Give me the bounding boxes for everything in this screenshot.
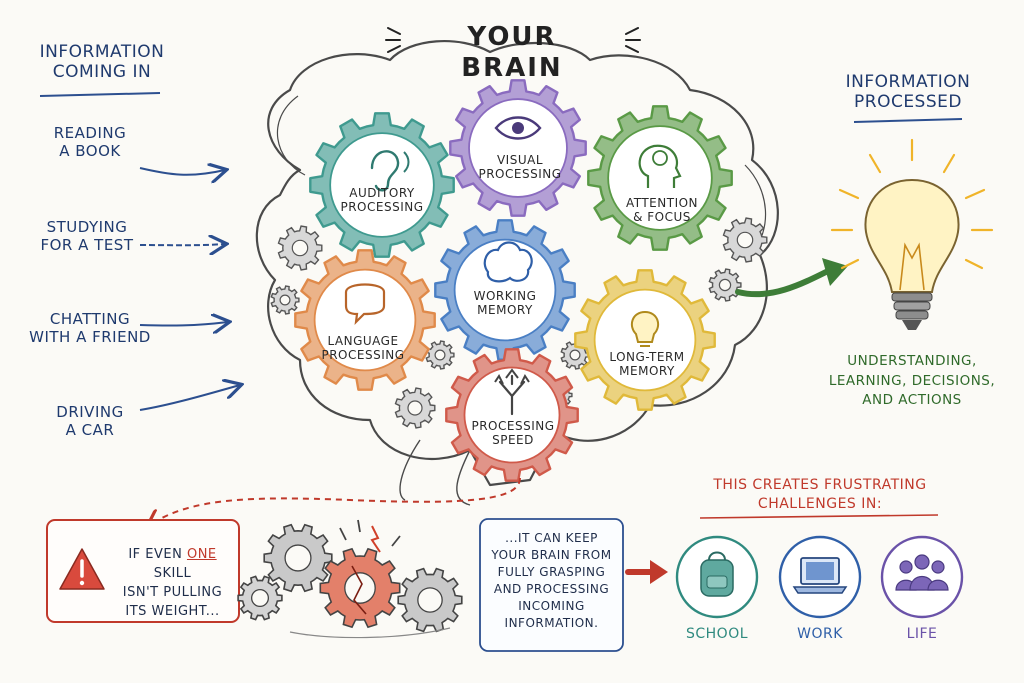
arrow-studying: [139, 244, 225, 245]
incoming-arrows: [139, 168, 240, 411]
life-circle: [880, 535, 964, 619]
ear-icon: [370, 150, 410, 192]
background-gears: [270, 217, 768, 429]
gear-visual: [449, 79, 587, 217]
challenges-header: THIS CREATES FRUSTRATING CHALLENGES IN:: [713, 477, 927, 512]
warning-icon: [59, 548, 105, 590]
gear-language: [294, 249, 436, 391]
brain-icon: [483, 241, 533, 283]
skill-gears: [294, 79, 733, 482]
arrow-chatting: [139, 322, 228, 326]
processed-underline: [853, 118, 963, 123]
gear-attention: [587, 105, 733, 251]
bg-gear-hub: [569, 349, 581, 361]
bg-gear-hub: [279, 294, 291, 306]
bg-gear-hub: [736, 231, 754, 249]
spark-lines: [339, 519, 401, 547]
incoming-item-driving: DRIVING A CAR: [56, 403, 124, 439]
page-title: YOUR BRAIN: [461, 22, 563, 84]
incoming-underline: [39, 92, 161, 97]
title-flourish: [385, 27, 641, 53]
work-circle: [778, 535, 862, 619]
arrow-driving: [139, 385, 240, 411]
split-arrows-icon: [494, 368, 530, 416]
gear-auditory: [309, 112, 455, 258]
ground-rubble: [289, 627, 451, 639]
incoming-item-studying: STUDYING FOR A TEST: [40, 218, 134, 254]
head-brain-icon: [638, 144, 682, 188]
challenge-label-life: LIFE: [906, 626, 938, 642]
incoming-header: INFORMATION COMING IN: [39, 42, 165, 83]
processed-header: INFORMATION PROCESSED: [845, 72, 971, 113]
incoming-item-reading: READING A BOOK: [53, 124, 127, 160]
warning-box: [46, 519, 240, 623]
bg-gear-hub: [718, 278, 732, 292]
gear-face: [607, 125, 713, 231]
output-arrow: [735, 267, 833, 298]
incoming-item-chatting: CHATTING WITH A FRIEND: [29, 310, 151, 346]
challenge-label-work: WORK: [797, 626, 843, 642]
lightbulb-icon: [830, 138, 994, 330]
bg-gear-hub: [291, 239, 309, 257]
emphasis-one: ONE: [186, 547, 217, 562]
arrow-reading: [139, 168, 225, 175]
speech-bubble-icon: [344, 283, 386, 326]
bg-gear-hub: [434, 349, 446, 361]
processed-result: UNDERSTANDING, LEARNING, DECISIONS, AND …: [828, 353, 996, 409]
bg-gear-hub: [407, 400, 423, 416]
people-icon: [895, 554, 949, 591]
warning-text: IF EVEN ONE SKILL ISN'T PULLING ITS WEIG…: [122, 547, 223, 619]
dashed-link-arrow: [150, 477, 521, 525]
broken-gears-cluster: [237, 519, 463, 639]
laptop-icon: [792, 557, 848, 594]
backpack-icon: [700, 551, 734, 597]
broken-gear-hub: [284, 544, 312, 572]
gear-face: [313, 268, 417, 372]
school-circle: [675, 535, 759, 619]
eye-icon: [494, 116, 542, 140]
spark-icon: [370, 525, 381, 553]
consequence-text: ...IT CAN KEEP YOUR BRAIN FROM FULLY GRA…: [491, 531, 612, 631]
gear-label-attention: ATTENTION& FOCUS: [625, 196, 699, 225]
broken-gear-hub: [250, 588, 270, 608]
gear-face: [468, 98, 568, 198]
crack-line: [351, 565, 367, 615]
broken-gear-hub: [417, 587, 443, 613]
challenge-label-school: SCHOOL: [685, 626, 749, 642]
gear-face: [329, 132, 435, 238]
consequence-box: [479, 518, 624, 652]
lightbulb-small-icon: [630, 310, 660, 347]
